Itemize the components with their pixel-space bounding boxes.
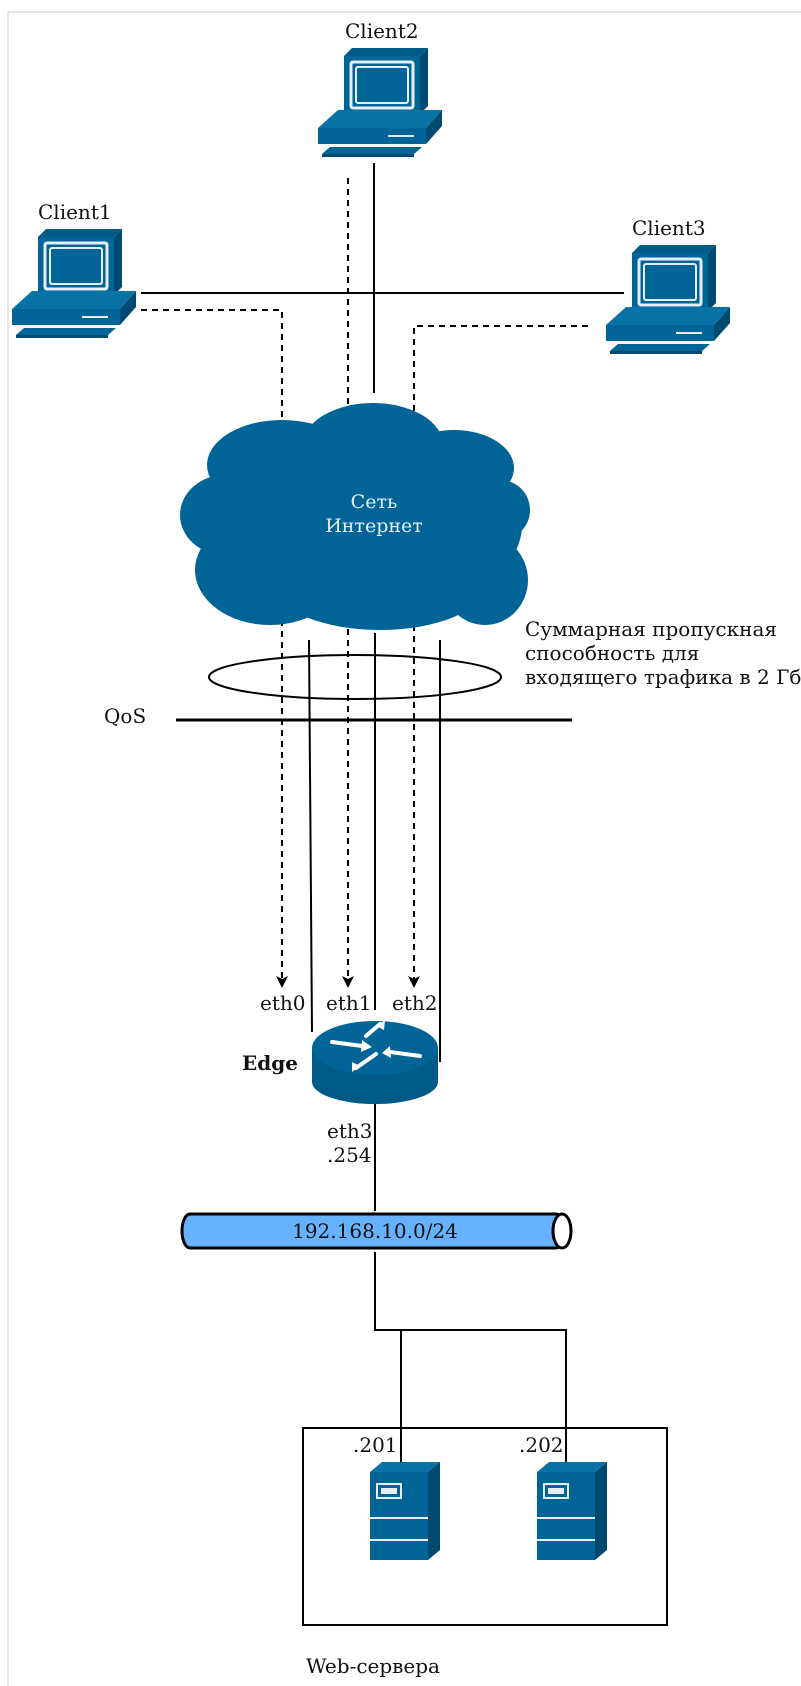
router-icon xyxy=(312,1020,438,1104)
router-label: Edge xyxy=(242,1051,298,1075)
subnet-segment[interactable]: 192.168.10.0/24 xyxy=(180,1212,573,1250)
client-1[interactable]: Client1 xyxy=(10,200,138,340)
servers-group-box xyxy=(302,1427,668,1626)
edge-router[interactable]: eth0 eth1 eth2 Edge eth3 .254 xyxy=(242,991,438,1167)
client-3-label: Client3 xyxy=(632,216,706,240)
flow-client1-eth0 xyxy=(141,309,288,988)
client-2[interactable]: Client2 xyxy=(316,19,444,159)
solid-links xyxy=(141,163,624,1462)
lan-trunk-line xyxy=(374,1252,567,1462)
cloud-label-line2: Интернет xyxy=(325,515,423,537)
server-1[interactable]: .201 xyxy=(353,1433,441,1561)
servers-group-label: Web-сервера xyxy=(306,1654,440,1678)
client-2-label: Client2 xyxy=(345,19,419,43)
bandwidth-ellipse xyxy=(208,654,502,700)
cloud-label-line1: Сеть xyxy=(351,491,398,513)
server-2[interactable]: .202 xyxy=(519,1433,608,1561)
eth2-label: eth2 xyxy=(392,991,437,1015)
eth0-label: eth0 xyxy=(260,991,305,1015)
edge-uplink-left xyxy=(308,639,313,1033)
server-2-ip: .202 xyxy=(519,1433,564,1457)
desktop-computer-icon xyxy=(10,227,138,340)
client-3[interactable]: Client3 xyxy=(604,216,732,356)
bandwidth-note-line3: входящего трафика в 2 Гб xyxy=(525,665,801,689)
page-frame xyxy=(7,11,801,1686)
desktop-computer-icon xyxy=(316,46,444,159)
internet-cloud: Сеть Интернет xyxy=(180,403,530,630)
eth3-ip-label: .254 xyxy=(327,1143,372,1167)
server-tower-icon xyxy=(369,1461,441,1561)
qos-label: QoS xyxy=(104,704,146,728)
bandwidth-note-line2: способность для xyxy=(525,641,699,665)
subnet-label: 192.168.10.0/24 xyxy=(292,1219,458,1243)
cloud-icon xyxy=(180,403,530,630)
bandwidth-note-line1: Суммарная пропускная xyxy=(525,617,777,641)
client-1-label: Client1 xyxy=(38,200,112,224)
flow-client3-eth2 xyxy=(408,325,588,988)
eth1-label: eth1 xyxy=(326,991,371,1015)
eth3-label: eth3 xyxy=(327,1119,372,1143)
desktop-computer-icon xyxy=(604,243,732,356)
server-1-ip: .201 xyxy=(353,1433,398,1457)
server-tower-icon xyxy=(536,1461,608,1561)
bandwidth-note: Суммарная пропускная способность для вхо… xyxy=(525,617,801,689)
